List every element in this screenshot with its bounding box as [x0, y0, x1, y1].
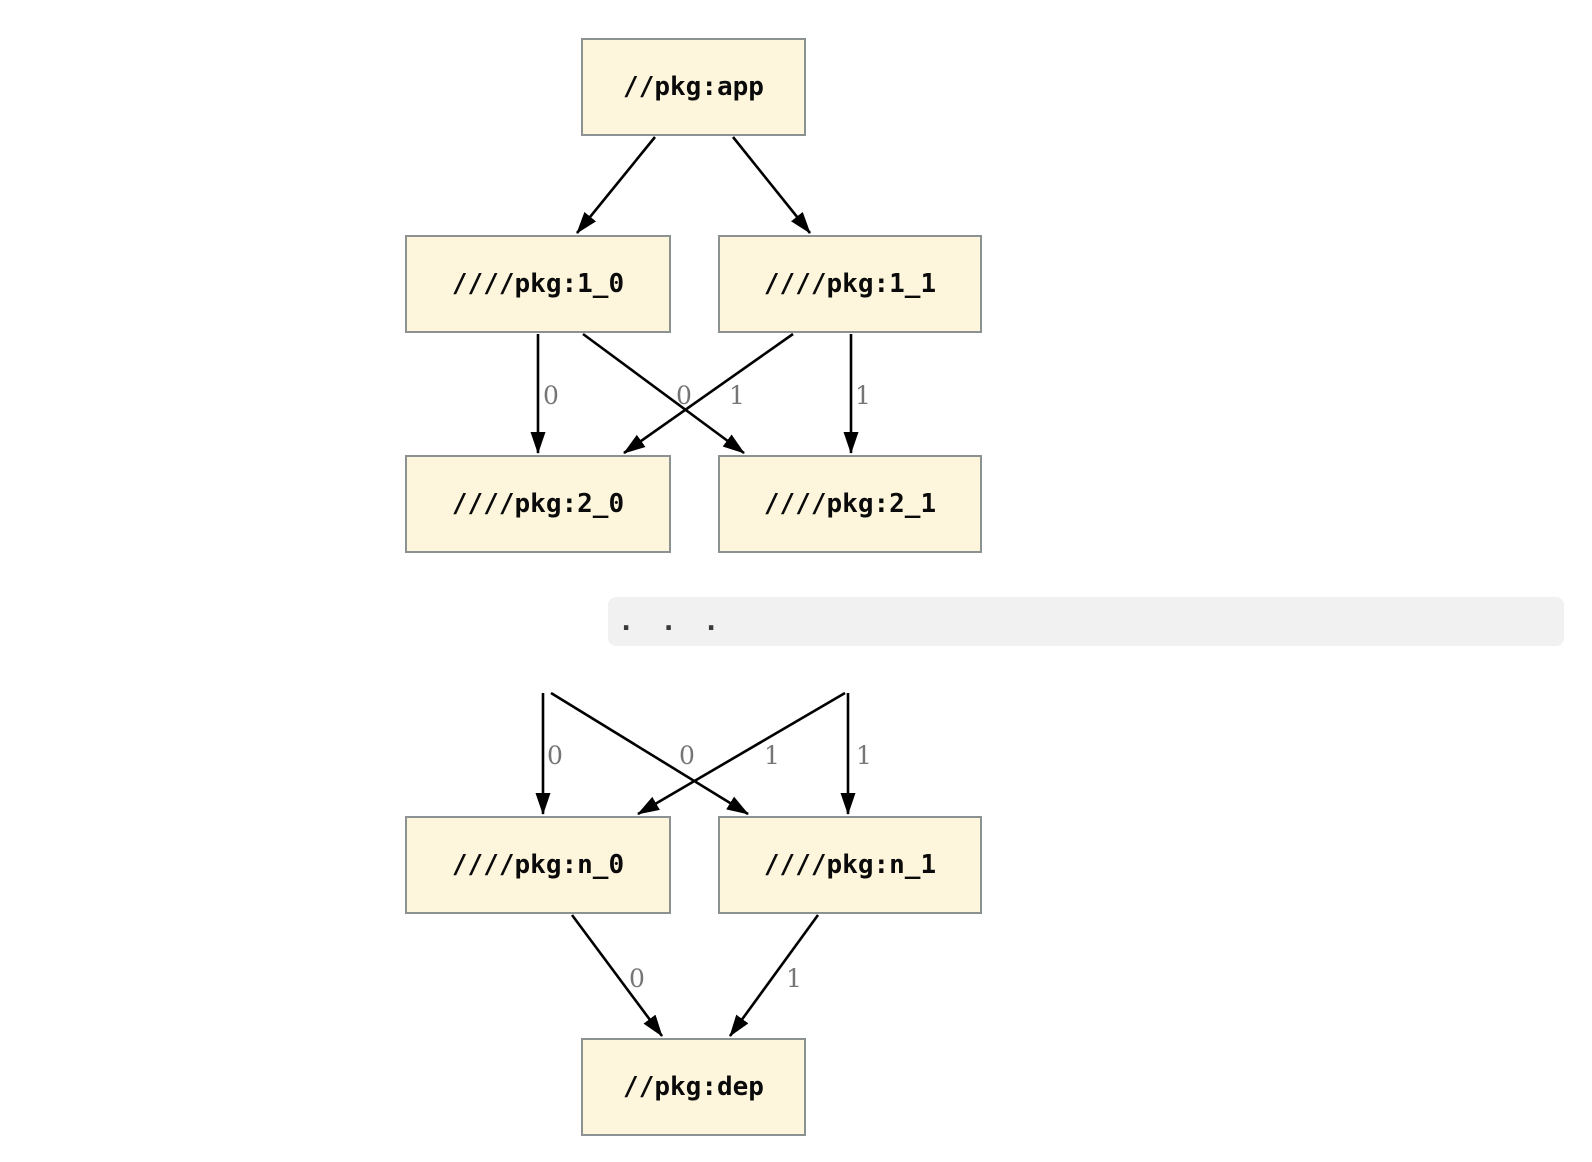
- edge-label-1_0-to-2_0: 0: [543, 381, 559, 410]
- graph-edge-app-to-1_0: [575, 136, 657, 234]
- edge-label-elided-right-to-n_0: 0: [679, 741, 695, 770]
- graph-edge-app-to-1_1: [731, 136, 812, 234]
- graph-node-1-1: ////pkg:1_1: [718, 235, 982, 333]
- graph-edge-1_0-to-2_1: [582, 332, 745, 455]
- graph-node-n-0: ////pkg:n_0: [405, 816, 671, 914]
- ellipsis-separator: . . .: [608, 597, 1564, 646]
- graph-node-dep: //pkg:dep: [581, 1038, 806, 1136]
- edge-label-n_0-to-dep: 0: [629, 964, 645, 993]
- edge-label-elided-left-to-n_1: 1: [764, 741, 780, 770]
- graph-node-2-1: ////pkg:2_1: [718, 455, 982, 553]
- graph-node-n-1: ////pkg:n_1: [718, 816, 982, 914]
- graph-edge-elided-left-to-n_1: [550, 691, 749, 816]
- edge-label-1_1-to-2_1: 1: [855, 381, 871, 410]
- graph-edge-n_1-to-dep: [728, 914, 820, 1037]
- graph-node-2-0: ////pkg:2_0: [405, 455, 671, 553]
- edge-label-elided-right-to-n_1: 1: [856, 741, 872, 770]
- graph-edge-1_1-to-2_0: [623, 332, 794, 455]
- graph-node-app: //pkg:app: [581, 38, 806, 136]
- edge-label-1_0-to-2_1: 1: [729, 381, 745, 410]
- edge-label-1_1-to-2_0: 0: [676, 381, 692, 410]
- graph-edge-n_0-to-dep: [570, 914, 664, 1037]
- edges-group: 0 1 0 1 0 1 0 1 0 1: [530, 136, 872, 1037]
- edge-label-n_1-to-dep: 1: [786, 964, 802, 993]
- graph-node-1-0: ////pkg:1_0: [405, 235, 671, 333]
- graph-edge-elided-right-to-n_0: [637, 691, 846, 816]
- edge-label-elided-left-to-n_0: 0: [547, 741, 563, 770]
